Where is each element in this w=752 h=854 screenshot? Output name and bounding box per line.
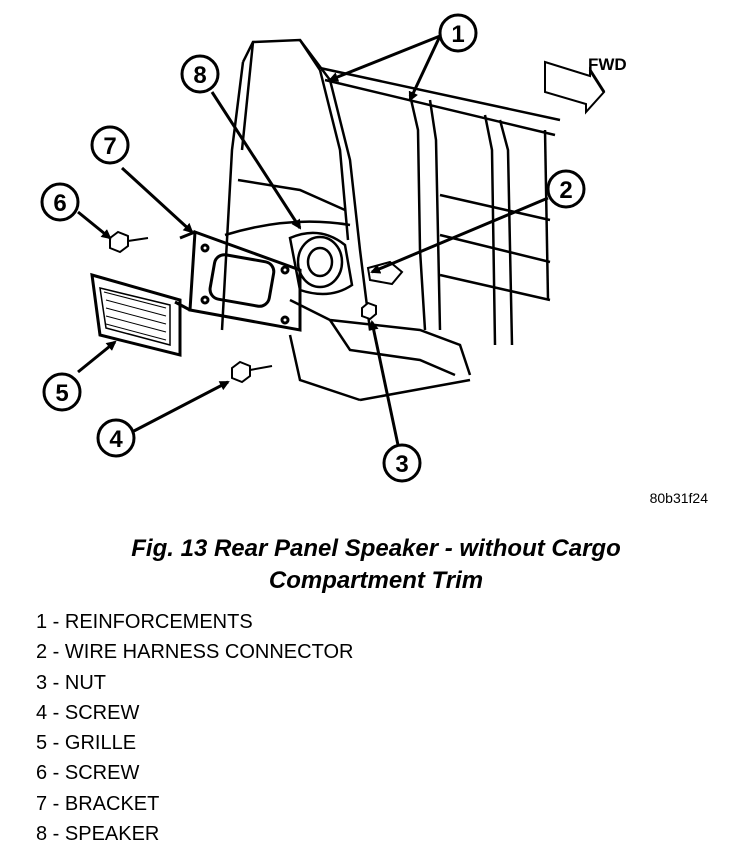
parts-legend: 1 - REINFORCEMENTS 2 - WIRE HARNESS CONN…: [36, 607, 353, 849]
callout-3: 3: [382, 443, 422, 483]
nut: [361, 301, 377, 321]
callout-5: 5: [42, 372, 82, 412]
legend-item: 2 - WIRE HARNESS CONNECTOR: [36, 641, 354, 664]
callout-8: 8: [180, 54, 220, 94]
svg-text:2: 2: [559, 177, 572, 204]
leader-lines: [77, 34, 549, 446]
svg-text:6: 6: [53, 190, 66, 217]
bracket: [174, 229, 302, 332]
legend-item: 5 - GRILLE: [36, 732, 137, 755]
legend-item: 1 - REINFORCEMENTS: [36, 611, 253, 633]
caption-line-1: Fig. 13 Rear Panel Speaker - without Car…: [131, 535, 621, 562]
legend-item: 4 - SCREW: [36, 701, 140, 724]
forward-arrow-icon: [544, 60, 606, 115]
svg-text:4: 4: [109, 426, 123, 453]
callout-7: 7: [90, 125, 130, 165]
screw-lower: [231, 360, 273, 384]
svg-text:8: 8: [193, 62, 206, 89]
svg-text:5: 5: [55, 380, 68, 407]
rear-panel-structure: [220, 38, 561, 402]
legend-item: 7 - BRACKET: [36, 792, 160, 815]
svg-text:1: 1: [451, 21, 464, 48]
legend-item: 8 - SPEAKER: [36, 823, 160, 846]
legend-item: 6 - SCREW: [36, 762, 140, 785]
caption-line-2: Compartment Trim: [268, 567, 484, 594]
speaker: [288, 231, 354, 296]
callout-4: 4: [96, 418, 136, 458]
callout-1: 1: [438, 13, 478, 53]
svg-text:3: 3: [395, 451, 408, 478]
fwd-label: FWD: [588, 55, 627, 74]
screw-upper: [109, 230, 149, 254]
figure-caption: Fig. 13 Rear Panel Speaker - without Car…: [0, 533, 752, 597]
legend-item: 3 - NUT: [36, 671, 106, 694]
exploded-view-diagram: 1 2 3 4 5 6 7 8 FWD 80b31f24: [40, 13, 709, 506]
figure-id: 80b31f24: [650, 490, 709, 506]
grille: [90, 272, 182, 357]
callout-2: 2: [546, 169, 586, 209]
svg-text:7: 7: [103, 133, 116, 160]
callout-6: 6: [40, 182, 80, 222]
